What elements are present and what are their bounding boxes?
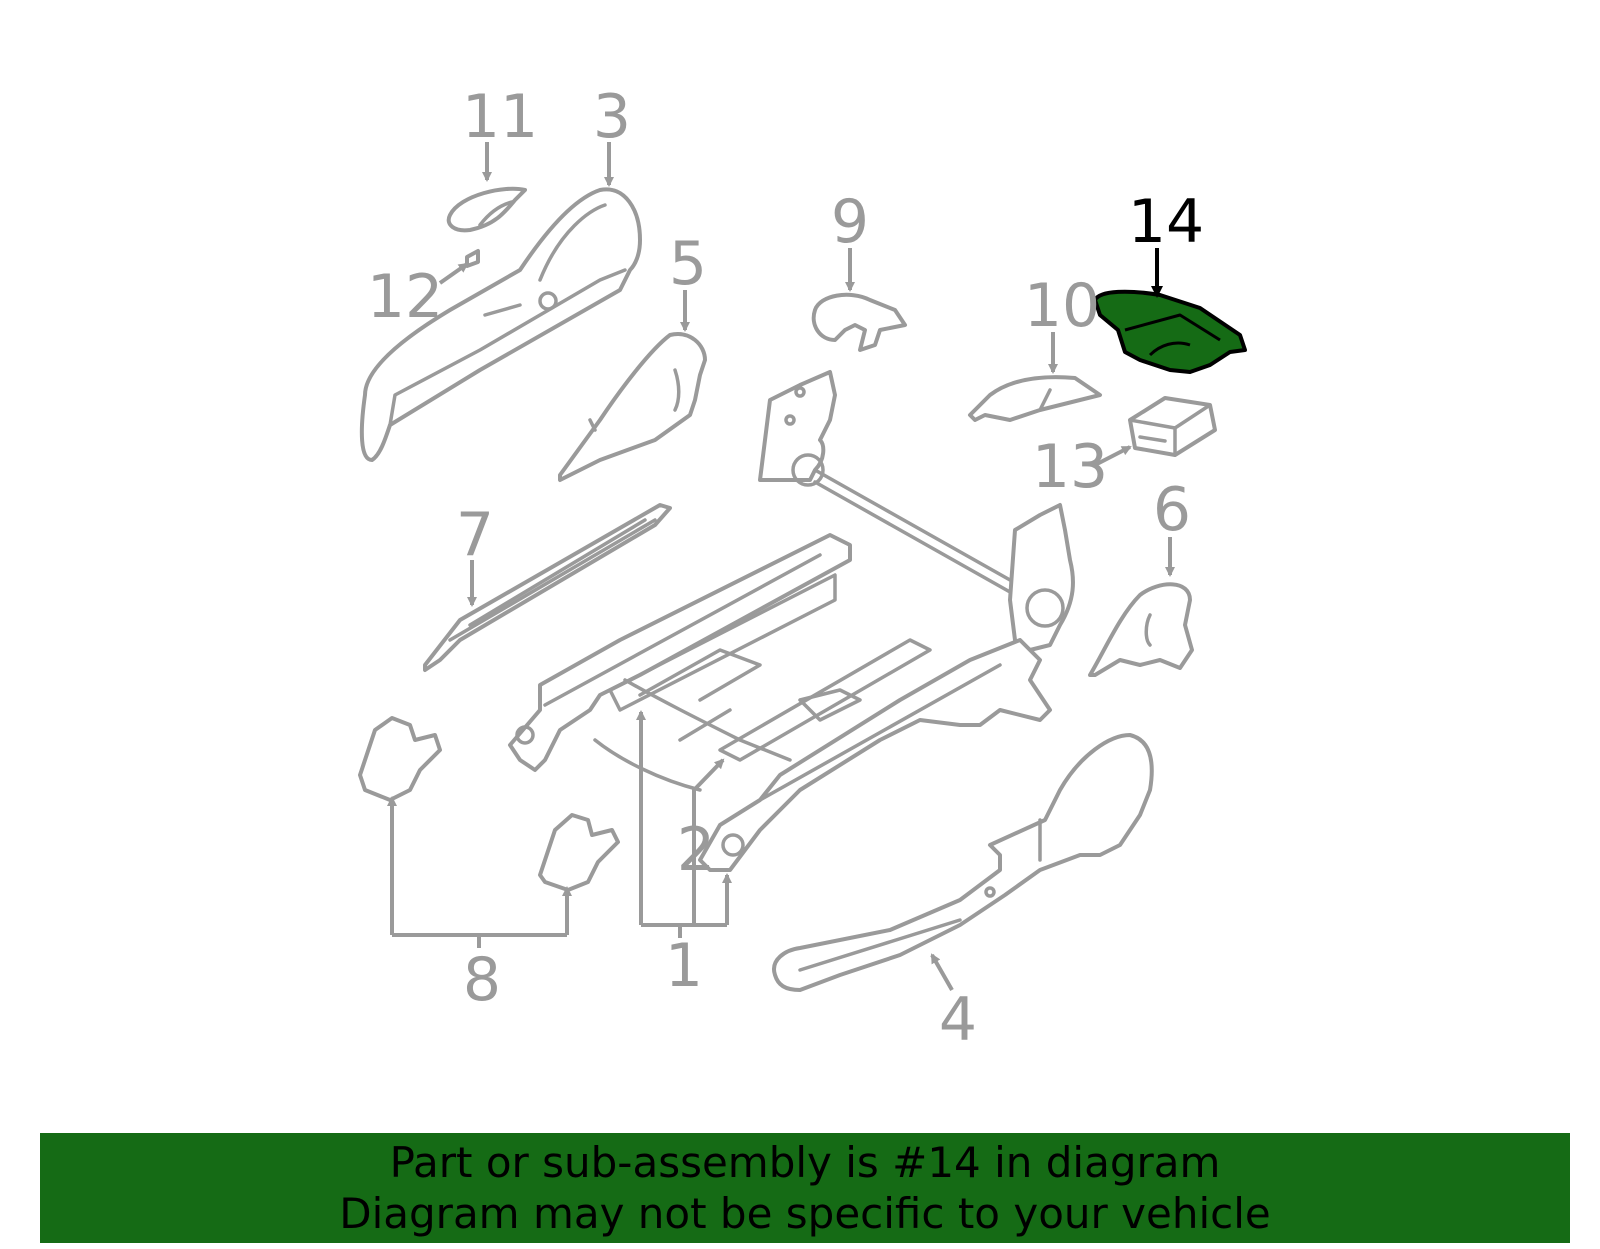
callout-9: 9 <box>831 187 869 257</box>
part-8-cap-right <box>538 813 620 892</box>
callout-6: 6 <box>1153 475 1191 545</box>
callout-10: 10 <box>1024 271 1100 341</box>
callout-4: 4 <box>939 985 977 1055</box>
part-4-lower-trim <box>772 733 1154 992</box>
callout-11: 11 <box>462 82 538 152</box>
part-5-inner-trim <box>558 332 707 482</box>
callout-3: 3 <box>593 82 631 152</box>
part-7-rail <box>423 503 672 672</box>
part-8-cap-left <box>358 716 442 802</box>
part-9-bracket <box>811 292 907 352</box>
callout-12: 12 <box>367 262 443 332</box>
callout-2: 2 <box>677 815 715 885</box>
part-3-outer-trim <box>359 187 642 462</box>
callout-1: 1 <box>665 931 703 1001</box>
leader-lines <box>387 142 1175 991</box>
callout-labels: 11 3 12 5 9 14 10 13 6 7 2 8 1 4 <box>367 82 1204 1055</box>
part-14-highlighted-bracket <box>1093 289 1247 374</box>
seat-frame-assembly <box>508 370 1075 872</box>
part-11-cover <box>446 186 527 233</box>
callout-14-highlighted: 14 <box>1128 187 1204 257</box>
banner-line-2: Diagram may not be specific to your vehi… <box>339 1189 1271 1238</box>
callout-5: 5 <box>669 229 707 299</box>
part-12-clip <box>465 249 480 268</box>
callout-8: 8 <box>463 945 501 1015</box>
banner-line-1: Part or sub-assembly is #14 in diagram <box>389 1138 1221 1187</box>
part-6-side-trim <box>1088 582 1194 677</box>
callout-7: 7 <box>456 500 494 570</box>
part-13-module <box>1128 396 1217 457</box>
part-info-banner: Part or sub-assembly is #14 in diagram D… <box>40 1133 1570 1243</box>
callout-13: 13 <box>1032 432 1108 502</box>
part-10-bracket <box>968 375 1102 422</box>
